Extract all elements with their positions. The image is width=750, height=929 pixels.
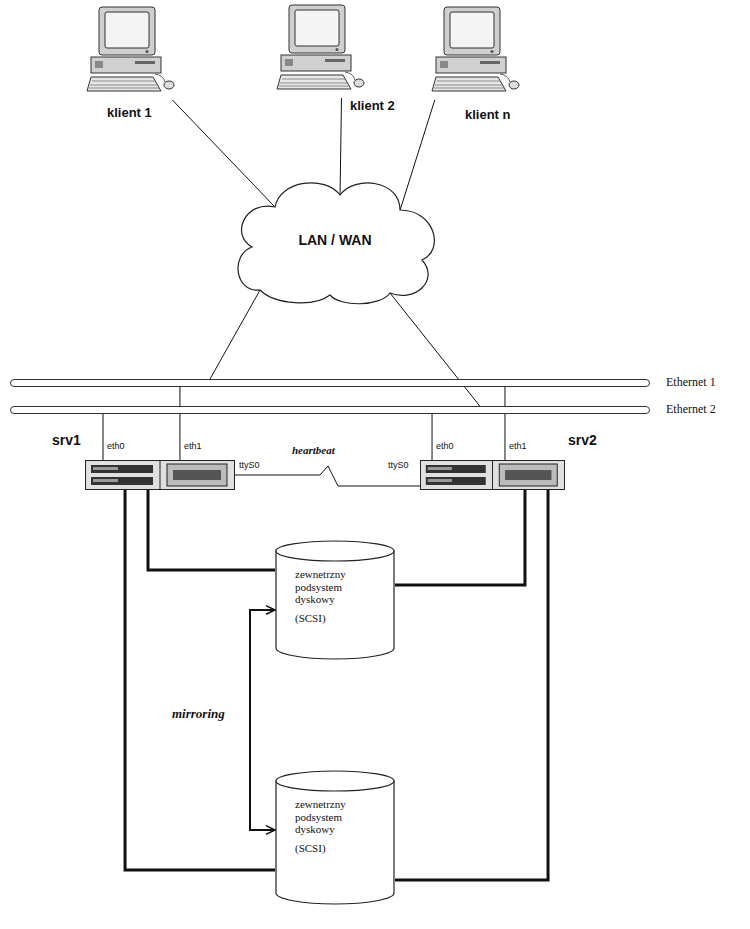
connector: [103, 414, 104, 460]
connector: [148, 490, 275, 570]
server-unit: srv1: [85, 460, 235, 490]
connector-line: [432, 414, 433, 460]
connector: [210, 290, 260, 379]
connector-line: [179, 387, 180, 460]
computer-icon: [430, 5, 525, 100]
bus-tube: [10, 379, 650, 387]
connector-line: [395, 490, 548, 880]
connector: [395, 490, 548, 880]
connector-line: [125, 490, 275, 870]
node-text: zewnetrzny podsystem dyskowy: [295, 798, 375, 836]
node-text: srv1: [52, 432, 81, 448]
server-icon: [420, 460, 565, 490]
connector-line: [504, 387, 505, 460]
node-text: klient 2: [350, 98, 395, 113]
server-unit: srv2: [420, 460, 565, 490]
disk-subsystem: zewnetrzny podsystem dyskowy (SCSI): [275, 540, 395, 660]
disk-cylinder: [275, 770, 395, 905]
connector: [390, 293, 480, 406]
ethernet-bus: Ethernet 2: [10, 406, 650, 414]
connector: [179, 387, 180, 460]
computer-icon: [275, 3, 370, 98]
node-text: (SCSI): [295, 612, 375, 625]
node-text: LAN / WAN: [298, 232, 371, 248]
connector: [250, 606, 275, 835]
client-computer: klient 1: [85, 5, 180, 100]
ethernet-bus: Ethernet 1: [10, 379, 650, 387]
connector: [395, 490, 525, 585]
client-computer: klient 2: [275, 3, 370, 98]
computer-icon: [85, 5, 180, 100]
port-name: eth0: [107, 441, 125, 451]
port-name: eth0: [436, 441, 454, 451]
port-name: ttyS0: [388, 460, 409, 470]
node-text: klient 1: [107, 105, 152, 120]
connector: [172, 100, 275, 207]
node-text: Ethernet 1: [666, 375, 716, 390]
server-icon: [85, 460, 235, 490]
connector: [432, 414, 433, 460]
node-text: klient n: [465, 107, 511, 122]
port-name: ttyS0: [239, 460, 260, 470]
connector: [340, 98, 341, 195]
node-text: srv2: [568, 432, 597, 448]
connector-line: [210, 290, 260, 379]
bus-tube: [10, 406, 650, 414]
node-text: Ethernet 2: [666, 402, 716, 417]
connector: [504, 387, 505, 460]
connector-label: heartbeat: [290, 444, 337, 456]
network-cloud: LAN / WAN: [230, 175, 440, 305]
port-name: eth1: [509, 441, 527, 451]
connector-line: [148, 490, 275, 570]
connector-line: [340, 98, 341, 195]
disk-cylinder: [275, 540, 395, 660]
connector-line: [103, 414, 104, 460]
connector-label: mirroring: [170, 706, 227, 722]
node-text: zewnetrzny podsystem dyskowy: [295, 568, 375, 606]
client-computer: klient n: [430, 5, 525, 100]
connector: [400, 100, 435, 210]
node-text: (SCSI): [295, 842, 375, 855]
arrow-head: [266, 606, 275, 615]
arrow-head: [266, 826, 275, 835]
connector-line: [400, 100, 435, 210]
connector-line: [395, 490, 525, 585]
disk-subsystem: zewnetrzny podsystem dyskowy (SCSI): [275, 770, 395, 905]
connector-line: [390, 293, 480, 406]
connector-line: [172, 100, 275, 207]
port-name: eth1: [184, 441, 202, 451]
connector-line: [250, 610, 275, 830]
connector: [125, 490, 275, 870]
